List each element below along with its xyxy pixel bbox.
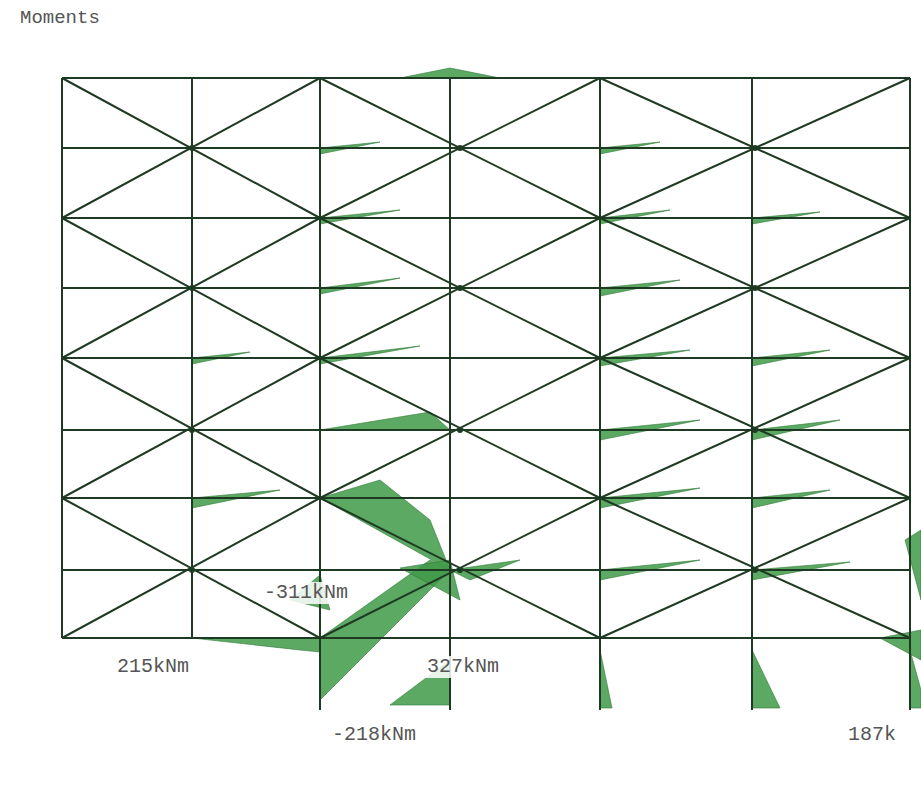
joint [752,285,758,291]
moment-fill [320,278,400,294]
moment-fill [905,530,921,600]
columns [62,78,910,710]
joint [189,567,195,573]
moment-value: -311kNm [262,582,350,604]
beams [62,78,910,638]
moment-fill [320,480,450,570]
joint [457,145,463,151]
moment-fill [192,638,320,652]
joint [189,427,195,433]
joint [457,567,463,573]
moment-fill [752,650,780,708]
joint [457,427,463,433]
moment-value: 327kNm [425,656,501,678]
moment-fill [600,650,612,708]
diagram-title: Moments [20,8,100,29]
moment-value: -218kNm [330,724,418,746]
frame-members [62,78,910,710]
joint [752,145,758,151]
joint [752,427,758,433]
bracing [62,78,910,638]
joint [189,145,195,151]
joints [189,145,758,573]
moment-fills [192,68,921,708]
joint [752,567,758,573]
moment-value: 215kNm [115,656,191,678]
moment-fill [320,412,450,430]
moment-value: 187k [846,724,898,746]
moment-fill [400,68,500,78]
joint [189,285,195,291]
joint [457,285,463,291]
moment-fill [320,346,420,364]
